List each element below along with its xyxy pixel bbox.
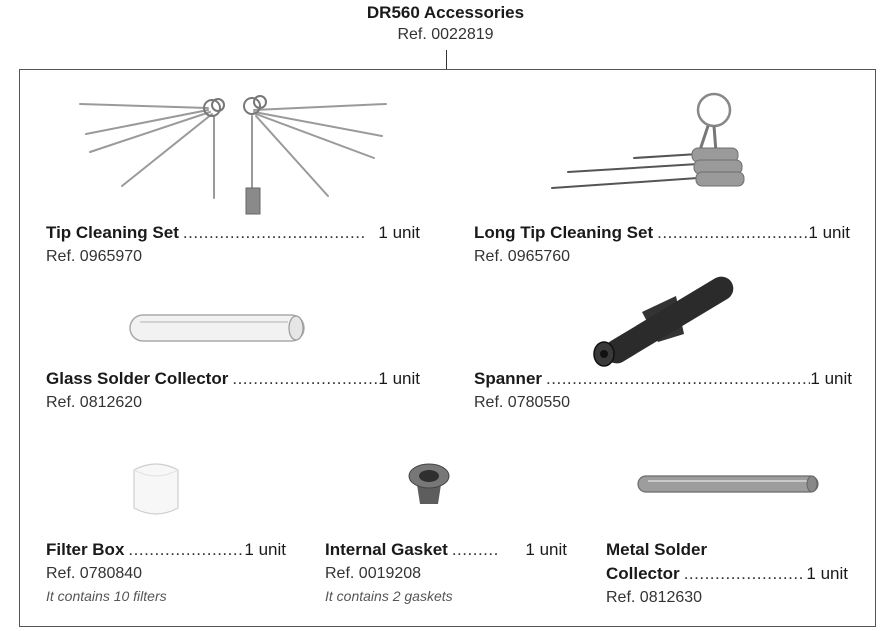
page-reference: Ref. 0022819 [397,26,494,43]
item-quantity: 1 unit [525,540,567,559]
item-name-continued: Collector [606,564,680,583]
item-name: Tip Cleaning Set [46,223,179,242]
leader-dots: ......... [451,540,499,559]
item-quantity: 1 unit [808,223,850,242]
leader-dots: ................................... [657,223,809,242]
item-metal-solder-collector: Metal Solder Collector .................… [606,538,848,610]
item-name: Internal Gasket [325,540,448,559]
accessories-frame [19,69,876,627]
long-tip-cleaning-set-image [551,92,745,189]
item-filter-box: Filter Box ...................... 1 unit… [46,538,286,606]
page-title: DR560 Accessories [366,3,525,22]
internal-gasket-image [408,463,450,504]
item-quantity: 1 unit [244,540,286,559]
glass-solder-collector-image [129,314,305,342]
filter-box-image [133,463,179,515]
item-reference: Ref. 0812620 [46,394,143,411]
header-connector-line [446,50,447,70]
item-reference: Ref. 0780840 [46,565,143,582]
item-quantity: 1 unit [378,223,420,242]
item-name: Spanner [474,369,543,388]
item-name: Glass Solder Collector [46,369,229,388]
item-note: It contains 2 gaskets [325,588,453,604]
item-reference: Ref. 0965970 [46,248,143,265]
item-quantity: 1 unit [806,564,848,583]
item-reference: Ref. 0812630 [606,589,703,606]
leader-dots: ....................... [683,564,804,583]
item-reference: Ref. 0780550 [474,394,571,411]
item-quantity: 1 unit [810,369,852,388]
item-spanner: Spanner ................................… [474,367,852,415]
leader-dots: ........................................… [546,369,811,388]
item-quantity: 1 unit [378,369,420,388]
item-long-tip-cleaning-set: Long Tip Cleaning Set ..................… [474,221,850,269]
leader-dots: ...................... [128,540,244,559]
item-note: It contains 10 filters [46,588,167,604]
item-internal-gasket: Internal Gasket ......... 1 unit Ref. 00… [325,538,567,606]
leader-dots: ................................... [232,369,379,388]
metal-solder-collector-image [637,475,819,493]
item-name: Long Tip Cleaning Set [474,223,654,242]
item-glass-solder-collector: Glass Solder Collector .................… [46,367,420,415]
item-reference: Ref. 0965760 [474,248,571,265]
item-name: Filter Box [46,540,125,559]
leader-dots: ................................... [182,223,366,242]
catalog-header: DR560 Accessories Ref. 0022819 [0,2,891,46]
item-reference: Ref. 0019208 [325,565,422,582]
spanner-image [593,276,734,367]
tip-cleaning-set-image [79,95,387,215]
item-tip-cleaning-set: Tip Cleaning Set .......................… [46,221,420,269]
item-name: Metal Solder [606,540,708,559]
